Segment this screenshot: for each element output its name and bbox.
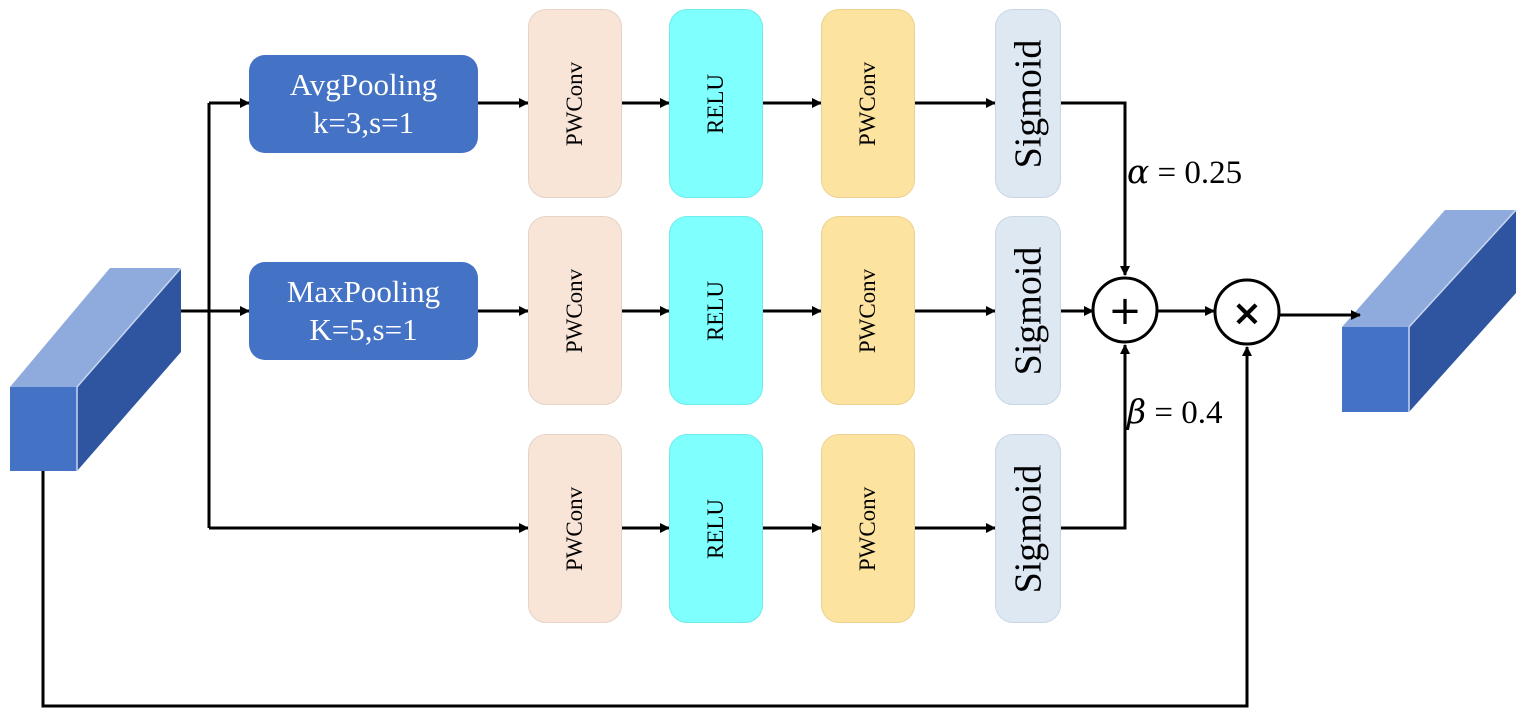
row1-pwconv-1-label: PWConv bbox=[562, 61, 587, 146]
beta-symbol: β bbox=[1127, 392, 1147, 431]
alpha-value: = 0.25 bbox=[1157, 155, 1243, 191]
row1-relu-block: RELU bbox=[669, 9, 763, 198]
avgpooling-params: k=3,s=1 bbox=[312, 105, 415, 140]
maxpooling-params: K=5,s=1 bbox=[309, 312, 418, 347]
avgpooling-label: AvgPooling bbox=[289, 67, 438, 102]
multiply-operator-symbol: × bbox=[1232, 293, 1262, 334]
row3-pwconv-1-block: PWConv bbox=[528, 434, 622, 623]
row3-relu-block: RELU bbox=[669, 434, 763, 623]
input-tensor-cube bbox=[10, 267, 182, 471]
row2-pwconv-1-block: PWConv bbox=[528, 216, 622, 405]
row3-pwconv-2-label: PWConv bbox=[855, 486, 880, 571]
row1-sigmoid-label: Sigmoid bbox=[1007, 39, 1049, 168]
row1-relu-label: RELU bbox=[703, 73, 728, 134]
row2-sigmoid-block: Sigmoid bbox=[995, 216, 1061, 405]
add-operator-symbol: + bbox=[1108, 288, 1142, 334]
skip-connection-arrow bbox=[41, 346, 1252, 708]
maxpooling-label: MaxPooling bbox=[286, 274, 441, 309]
beta-weight-label: β = 0.4 bbox=[1127, 392, 1222, 432]
multiply-operator-circle bbox=[1213, 278, 1281, 346]
row3-relu-label: RELU bbox=[703, 498, 728, 559]
row3-pwconv-1-label: PWConv bbox=[562, 486, 587, 571]
row1-pwconv-2-block: PWConv bbox=[821, 9, 915, 198]
row2-sigmoid-label: Sigmoid bbox=[1007, 246, 1049, 375]
row1-pwconv-1-block: PWConv bbox=[528, 9, 622, 198]
row3-sigmoid-label: Sigmoid bbox=[1007, 464, 1049, 593]
row3-sigmoid-block: Sigmoid bbox=[995, 434, 1061, 623]
arrow-row3-sigmoid-to-add bbox=[1061, 344, 1130, 530]
row1-pwconv-2-label: PWConv bbox=[855, 61, 880, 146]
row2-pwconv-2-block: PWConv bbox=[821, 216, 915, 405]
row2-pwconv-1-label: PWConv bbox=[562, 268, 587, 353]
add-operator-circle bbox=[1091, 276, 1159, 344]
beta-value: = 0.4 bbox=[1154, 395, 1223, 431]
row2-pwconv-2-label: PWConv bbox=[855, 268, 880, 353]
alpha-symbol: α bbox=[1127, 152, 1150, 191]
output-tensor-cube bbox=[1342, 209, 1517, 412]
arrow-row1-sigmoid-to-add bbox=[1061, 101, 1130, 276]
maxpooling-block: MaxPooling K=5,s=1 bbox=[249, 262, 478, 360]
row3-pwconv-2-block: PWConv bbox=[821, 434, 915, 623]
avgpooling-block: AvgPooling k=3,s=1 bbox=[249, 55, 478, 153]
alpha-weight-label: α = 0.25 bbox=[1127, 152, 1242, 192]
row2-relu-label: RELU bbox=[703, 280, 728, 341]
row2-relu-block: RELU bbox=[669, 216, 763, 405]
row1-sigmoid-block: Sigmoid bbox=[995, 9, 1061, 198]
